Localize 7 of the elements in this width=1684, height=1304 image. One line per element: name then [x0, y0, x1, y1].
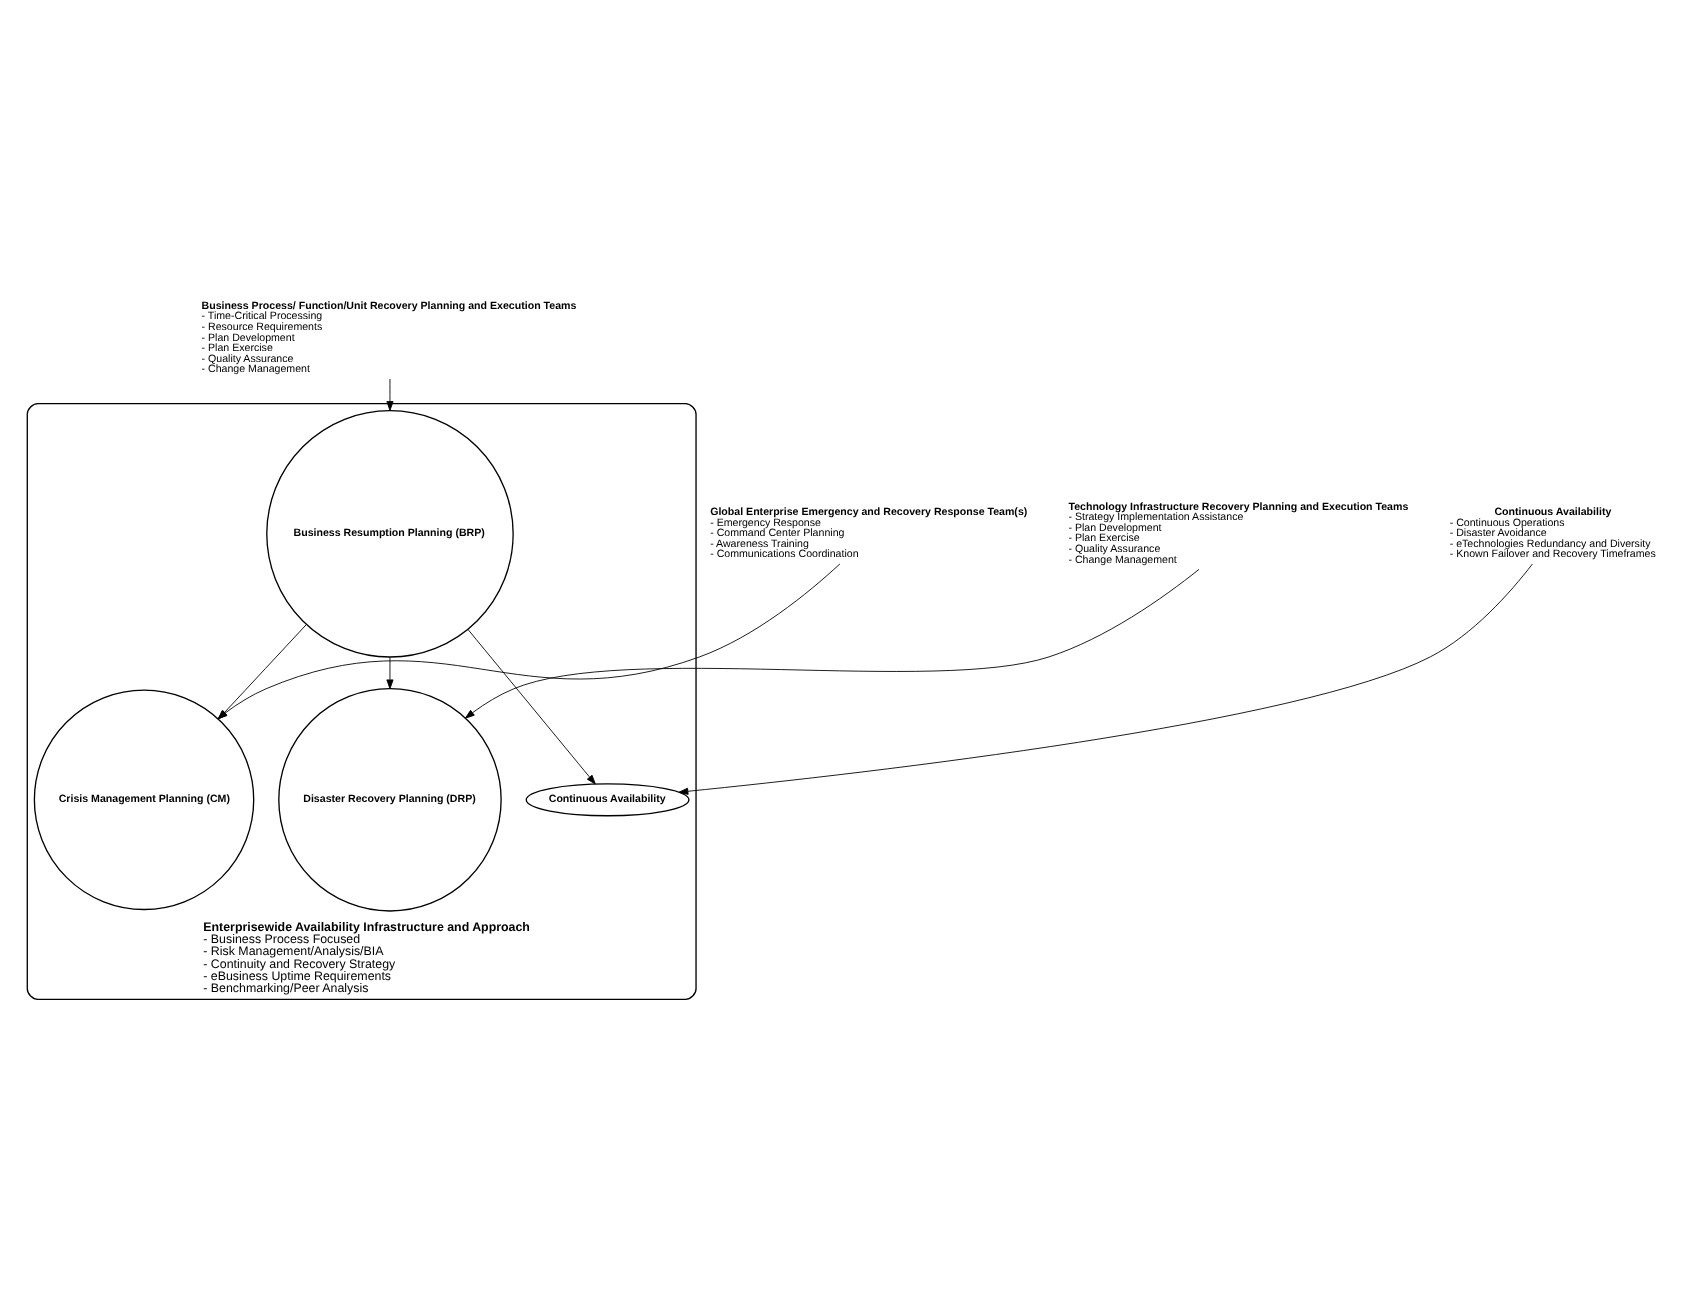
arrow — [464, 568, 1200, 719]
arrow — [217, 563, 841, 720]
arrow — [678, 563, 1533, 795]
arrow — [217, 624, 307, 720]
arrow — [467, 628, 596, 785]
arrow — [386, 656, 394, 690]
arrow — [386, 378, 394, 411]
